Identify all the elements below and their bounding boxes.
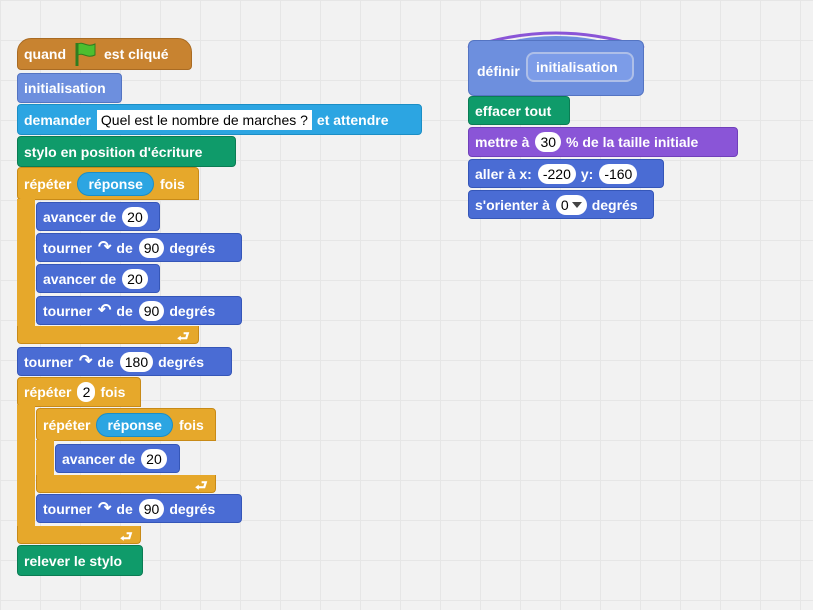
when-flag-clicked-block[interactable]: quand est cliqué [17,38,192,70]
times-label: fois [178,416,204,433]
turn-label: tourner [43,239,92,256]
repeat-answer-arm [36,440,54,478]
answer-reporter[interactable]: réponse [77,171,154,196]
of-label: de [116,302,133,319]
turn-degrees-input[interactable]: 90 [138,237,165,258]
when-label: quand [24,46,66,62]
repeat-count-footer [17,526,141,544]
times-label: fois [100,384,126,400]
of-label: de [116,500,133,517]
repeat-answer-arm [17,199,35,329]
move-steps-input[interactable]: 20 [141,448,167,469]
go-to-xy-block[interactable]: aller à x: -220 y: -160 [468,159,664,188]
clear-block[interactable]: effacer tout [468,96,570,125]
turn-right-block[interactable]: tourner ↷ de 180 degrés [17,347,232,376]
go-to-label: aller à x: [475,165,532,182]
green-flag-icon [72,41,98,67]
initialisation-call-block[interactable]: initialisation [17,73,122,103]
dropdown-arrow-icon [571,201,582,208]
rotate-right-icon: ↷ [98,238,112,256]
repeat-count-input[interactable]: 2 [77,382,96,402]
point-label: s'orienter à [475,196,550,213]
rotate-left-icon: ↶ [98,301,112,319]
turn-degrees-input[interactable]: 90 [138,498,165,519]
size-suffix-label: % de la taille initiale [566,134,699,150]
repeat-answer-footer [36,475,216,493]
times-label: fois [159,175,185,192]
move-label: avancer de [43,208,117,225]
repeat-label: répéter [24,384,72,400]
repeat-answer-footer [17,326,199,344]
degrees-label: degrés [169,239,216,256]
define-label: définir [477,63,520,79]
initialisation-call-label: initialisation [24,80,106,96]
ask-label: demander [24,111,91,128]
pen-down-label: stylo en position d'écriture [24,143,203,160]
answer-reporter[interactable]: réponse [96,412,173,437]
loop-arrow-icon: ⮐ [177,328,190,344]
repeat-answer-block[interactable]: répéter réponse fois [36,408,216,441]
loop-arrow-icon: ⮐ [195,477,208,493]
move-label: avancer de [43,270,117,287]
degrees-label: degrés [169,302,216,319]
turn-right-block[interactable]: tourner ↷ de 90 degrés [36,494,242,523]
of-label: de [116,239,133,256]
move-steps-block[interactable]: avancer de 20 [55,444,180,473]
turn-label: tourner [43,500,92,517]
turn-label: tourner [43,302,92,319]
repeat-count-block[interactable]: répéter 2 fois [17,377,141,407]
move-label: avancer de [62,450,136,467]
direction-value: 0 [560,196,569,213]
ask-and-wait-block[interactable]: demander Quel est le nombre de marches ?… [17,104,422,135]
degrees-label: degrés [158,353,205,370]
repeat-count-arm [17,405,35,530]
pen-up-block[interactable]: relever le stylo [17,545,143,576]
and-wait-label: et attendre [316,111,389,128]
turn-degrees-input[interactable]: 180 [119,351,154,372]
repeat-answer-block[interactable]: répéter réponse fois [17,167,199,200]
custom-block-prototype[interactable]: initialisation [526,52,634,82]
pen-up-label: relever le stylo [24,552,123,569]
move-steps-input[interactable]: 20 [122,206,148,227]
clear-label: effacer tout [475,102,552,119]
turn-left-block[interactable]: tourner ↶ de 90 degrés [36,296,242,325]
pen-down-block[interactable]: stylo en position d'écriture [17,136,236,167]
size-percent-input[interactable]: 30 [535,132,562,152]
x-input[interactable]: -220 [537,163,576,184]
direction-dropdown[interactable]: 0 [555,194,587,215]
rotate-right-icon: ↷ [79,352,93,370]
loop-arrow-icon: ⮐ [120,528,133,544]
turn-right-block[interactable]: tourner ↷ de 90 degrés [36,233,242,262]
of-label: de [97,353,114,370]
y-input[interactable]: -160 [599,163,638,184]
turn-degrees-input[interactable]: 90 [138,300,165,321]
y-label: y: [580,165,594,182]
move-steps-block[interactable]: avancer de 20 [36,264,160,293]
repeat-label: répéter [24,175,72,192]
point-direction-block[interactable]: s'orienter à 0 degrés [468,190,654,219]
set-size-label: mettre à [475,134,530,150]
move-steps-block[interactable]: avancer de 20 [36,202,160,231]
clicked-label: est cliqué [104,46,169,62]
repeat-label: répéter [43,416,91,433]
set-size-block[interactable]: mettre à 30 % de la taille initiale [468,127,738,157]
degrees-label: degrés [591,196,638,213]
ask-question-input[interactable]: Quel est le nombre de marches ? [96,109,312,130]
rotate-right-icon: ↷ [98,499,112,517]
move-steps-input[interactable]: 20 [122,268,148,289]
degrees-label: degrés [169,500,216,517]
turn-label: tourner [24,353,73,370]
